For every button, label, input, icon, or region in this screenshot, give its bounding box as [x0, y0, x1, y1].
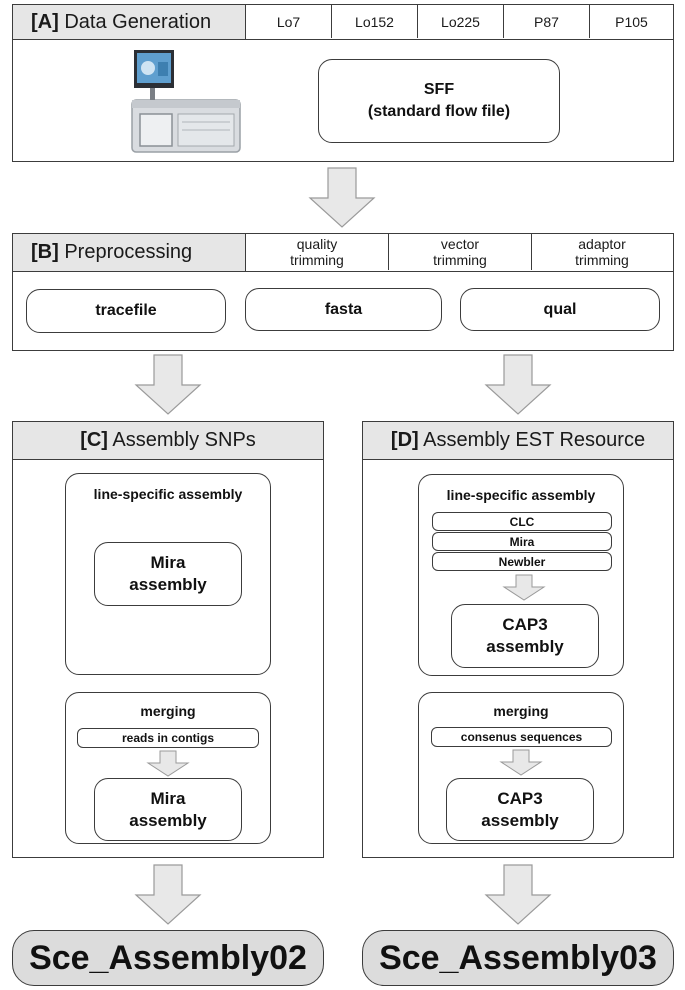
- mira-assembly-box: Mira assembly: [94, 778, 242, 841]
- arrow-down-icon: [134, 864, 202, 925]
- section-b-header: [B] Preprocessing: [12, 233, 246, 272]
- line-label: Lo152: [331, 5, 417, 38]
- merging-group: merging: [65, 692, 271, 844]
- file-fasta: fasta: [245, 288, 442, 331]
- group-label: merging: [493, 703, 549, 719]
- line-specific-assembly-group: line-specific assembly: [65, 473, 271, 675]
- sff-output-box: SFF (standard flow file): [318, 59, 560, 143]
- arrow-down-icon: [134, 354, 202, 415]
- sequencer-machine-icon: [131, 50, 241, 153]
- section-d-title: [D] Assembly EST Resource: [390, 429, 646, 451]
- assembler-pill: CLC: [432, 512, 612, 531]
- arrow-down-icon: [484, 354, 552, 415]
- assembler-pill: Mira: [432, 532, 612, 551]
- arrow-down-icon: [146, 750, 190, 777]
- group-label: merging: [140, 703, 196, 719]
- section-d-header: [D] Assembly EST Resource: [362, 421, 674, 460]
- line-label: Lo7: [245, 5, 331, 38]
- merging-group: merging: [418, 692, 624, 844]
- file-tracefile: tracefile: [26, 289, 226, 333]
- line-label: P105: [589, 5, 673, 38]
- line-specific-assembly-group: line-specific assembly: [418, 474, 624, 676]
- arrow-down-icon: [502, 574, 546, 601]
- merge-input-pill: reads in contigs: [77, 728, 259, 748]
- cap3-assembly-box: CAP3 assembly: [451, 604, 599, 668]
- mira-assembly-box: Mira assembly: [94, 542, 242, 606]
- section-b-title: [B] Preprocessing: [31, 241, 193, 263]
- arrow-down-icon: [308, 167, 376, 228]
- section-c-header: [C] Assembly SNPs: [12, 421, 324, 460]
- arrow-down-icon: [499, 749, 543, 776]
- arrow-down-icon: [484, 864, 552, 925]
- section-a-title: [A] Data Generation: [31, 10, 212, 33]
- line-label: Lo225: [417, 5, 503, 38]
- cap3-assembly-box: CAP3 assembly: [446, 778, 594, 841]
- section-b-steps-row: quality trimming vector trimming adaptor…: [245, 233, 674, 272]
- group-label: line-specific assembly: [446, 487, 596, 503]
- preprocessing-step: adaptor trimming: [531, 234, 672, 270]
- preprocessing-step: quality trimming: [245, 234, 388, 270]
- preprocessing-step: vector trimming: [388, 234, 531, 270]
- line-label: P87: [503, 5, 589, 38]
- file-qual: qual: [460, 288, 660, 331]
- assembler-pill: Newbler: [432, 552, 612, 571]
- output-assembly-03: Sce_Assembly03: [362, 930, 674, 986]
- group-label: line-specific assembly: [93, 486, 243, 502]
- section-a-header: [A] Data Generation: [12, 4, 246, 40]
- merge-input-pill: consenus sequences: [431, 727, 612, 747]
- section-c-title: [C] Assembly SNPs: [80, 429, 256, 451]
- output-assembly-02: Sce_Assembly02: [12, 930, 324, 986]
- section-a-lines-row: Lo7 Lo152 Lo225 P87 P105: [245, 4, 674, 40]
